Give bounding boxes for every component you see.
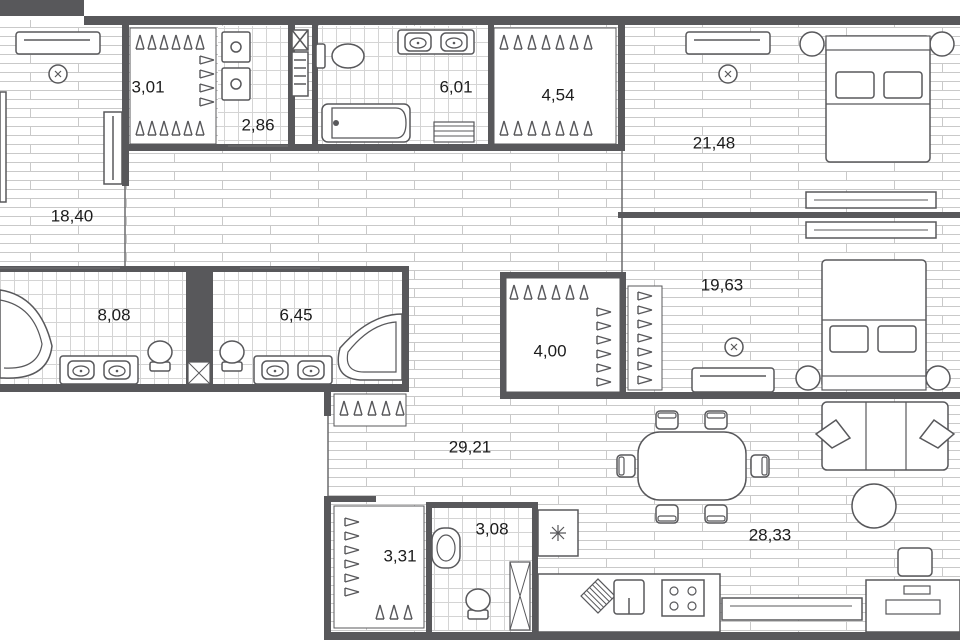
area-label-laundry: 2,86: [241, 115, 274, 134]
wc-fixtures: [431, 527, 531, 631]
bath-left-fixtures: [0, 289, 211, 385]
washer-dryer: [221, 29, 309, 101]
area-label-wardrobe-d: 3,31: [383, 546, 416, 565]
area-label-wardrobe-c: 4,00: [533, 341, 566, 360]
area-label-bath-mid: 6,45: [279, 305, 312, 324]
area-label-bedroom-top: 21,48: [693, 133, 736, 152]
door-lines: [0, 145, 623, 496]
ac-units: [15, 31, 775, 393]
toilet-top: [315, 43, 365, 69]
area-label-corridor: 29,21: [449, 437, 492, 456]
area-label-bath-left: 8,08: [97, 305, 130, 324]
wardrobe-hangers: [129, 27, 663, 629]
bath-top-fixtures: [315, 29, 475, 143]
area-label-kitchen-living: 28,33: [749, 525, 792, 544]
room-labels: 18,40 3,01 2,86 6,01 4,54 21,48 8,08 6,4…: [51, 77, 792, 565]
bath-mid-fixtures: [219, 313, 403, 385]
tv-stand-desk: [721, 547, 960, 633]
area-label-bath-top: 6,01: [439, 77, 472, 96]
area-label-bedroom-mid: 19,63: [701, 275, 744, 294]
bed-mid: [795, 259, 951, 391]
area-label-wc: 3,08: [475, 519, 508, 538]
area-label-wardrobe-b: 4,54: [541, 85, 574, 104]
sofa: [814, 401, 956, 529]
area-label-living-hall: 18,40: [51, 206, 94, 225]
bed-top: [799, 31, 955, 239]
dining-set: [616, 410, 770, 524]
area-label-wardrobe-a: 3,01: [131, 77, 164, 96]
dish-rack: [580, 578, 616, 614]
cabinet-left: [0, 91, 123, 203]
kitchen-fixtures: [537, 509, 721, 633]
